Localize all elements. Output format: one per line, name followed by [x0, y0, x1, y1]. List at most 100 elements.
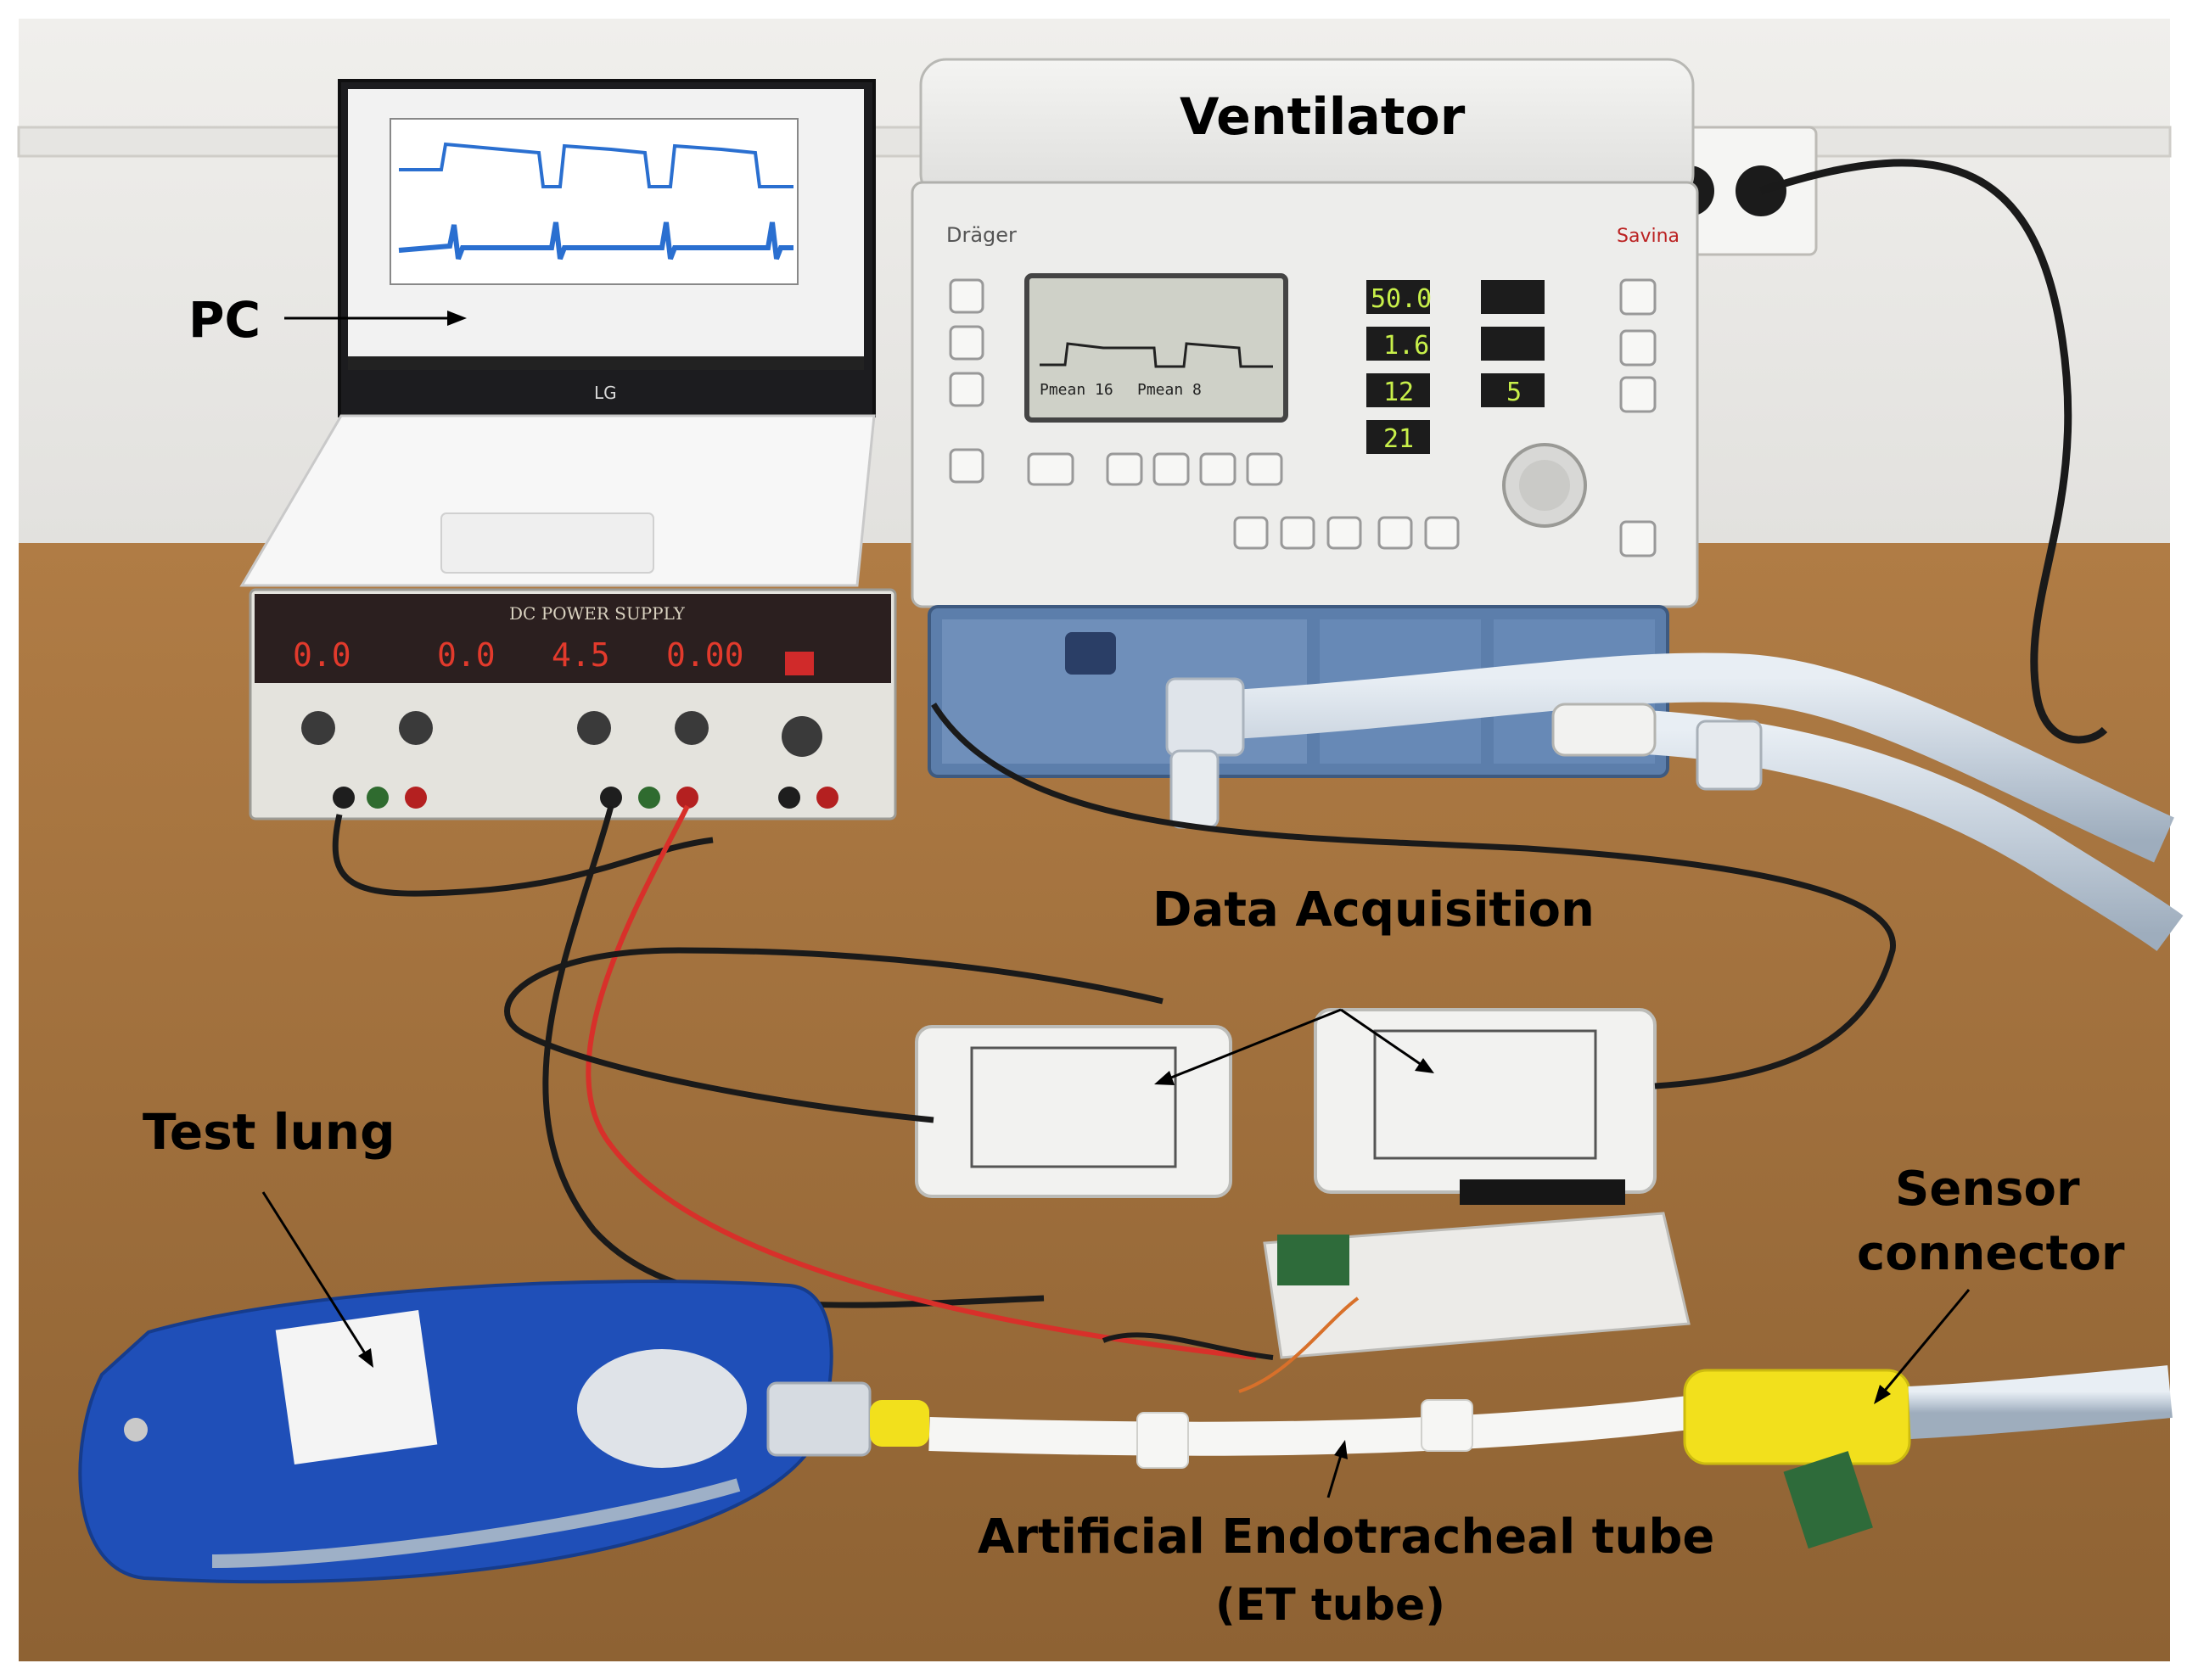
- et-tube-arrowhead: [1334, 1440, 1348, 1459]
- ventilator-knob-cap: [1519, 460, 1570, 511]
- test-lung-screw: [124, 1418, 148, 1442]
- laptop: LG: [239, 79, 876, 587]
- ventilator-button[interactable]: [949, 325, 984, 361]
- ventilator-softkey[interactable]: [1152, 452, 1190, 486]
- ventilator-button[interactable]: [949, 278, 984, 314]
- data-acquisition-arrowhead-1: [1154, 1071, 1175, 1085]
- power-switch[interactable]: [785, 652, 814, 675]
- ventilator-readout-3: 12: [1383, 378, 1414, 407]
- terminal: [676, 787, 698, 809]
- ventilator-button[interactable]: [949, 372, 984, 407]
- sensor-module: [1277, 1235, 1349, 1285]
- terminal: [333, 787, 355, 809]
- power-supply-knob[interactable]: [675, 711, 709, 745]
- power-supply-knob[interactable]: [577, 711, 611, 745]
- pc-arrowhead: [447, 311, 467, 326]
- power-supply-knob[interactable]: [399, 711, 433, 745]
- terminal: [367, 787, 389, 809]
- ventilator-button[interactable]: [1377, 516, 1413, 550]
- ventilator-readout-2: 1.6: [1383, 331, 1429, 361]
- sensor-connector-arrowhead: [1874, 1385, 1891, 1404]
- sensor-connector: [1683, 1369, 1911, 1465]
- daq-device-2: [1314, 1008, 1657, 1205]
- et-tube-yellow-adapter: [870, 1400, 929, 1447]
- sensor-connector-arrow: [1882, 1289, 1971, 1392]
- ventilator-screen-waveform: [1040, 342, 1273, 368]
- terminal: [778, 787, 800, 809]
- ventilator-button[interactable]: [1326, 516, 1362, 550]
- laptop-brand: LG: [594, 383, 617, 403]
- test-lung: [78, 1280, 833, 1584]
- ventilator-readout-5-bg: [1481, 373, 1545, 407]
- flow-waveform: [398, 221, 793, 260]
- et-tube-assembly: [766, 1365, 2173, 1549]
- dc-power-supply: DC POWER SUPPLY 0.0 0.0 4.5 0.00: [249, 588, 897, 820]
- sensor-connector-label-line-1: Sensor: [1895, 1162, 2080, 1217]
- ventilator-label: Ventilator: [1180, 87, 1466, 147]
- ventilator-button[interactable]: [1233, 516, 1269, 550]
- et-tube-label-line-2: (ET tube): [1215, 1580, 1445, 1631]
- power-supply-title: DC POWER SUPPLY: [509, 603, 686, 624]
- ventilator-softkey[interactable]: [1106, 452, 1143, 486]
- ventilator-screen-pmean: Pmean 16: [1040, 381, 1113, 399]
- ventilator-readout-4: 21: [1383, 424, 1414, 454]
- ventilator-softkey[interactable]: [1246, 452, 1283, 486]
- laptop-touchpad: [440, 512, 654, 574]
- terminal: [638, 787, 660, 809]
- data-acquisition-label: Data Acquisition: [1152, 882, 1595, 938]
- power-supply-display-1: 0.0: [293, 636, 351, 674]
- et-tube-arrow: [1326, 1454, 1343, 1498]
- ventilator-screen: [1024, 273, 1288, 423]
- data-acquisition-arrowhead-2: [1415, 1058, 1434, 1073]
- ventilator-display-blank: [1481, 280, 1545, 314]
- et-tube-cuff: [1421, 1399, 1473, 1452]
- test-lung-arrowhead: [358, 1348, 373, 1368]
- test-lung-arrow: [261, 1191, 367, 1354]
- data-acquisition-arrow-1: [1170, 1008, 1342, 1079]
- sensor-connector-label-line-2: connector: [1857, 1226, 2125, 1281]
- ventilator-button[interactable]: [1619, 376, 1657, 413]
- ventilator-to-et-tubing: [1908, 1365, 2173, 1439]
- ventilator-power-cord: [1759, 159, 2108, 744]
- ventilator-readout-4-bg: [1366, 420, 1430, 454]
- ventilator-display-blank: [1481, 327, 1545, 361]
- terminal: [816, 787, 838, 809]
- ventilator-button[interactable]: [1619, 329, 1657, 367]
- ventilator-readout-1-bg: [1366, 280, 1430, 314]
- ventilator-button[interactable]: [1619, 278, 1657, 316]
- ventilator-button[interactable]: [949, 448, 984, 484]
- ventilator-brand: Dräger: [946, 223, 1017, 247]
- ventilator-circuit-tubing: [1165, 652, 2184, 952]
- pressure-waveform: [399, 142, 793, 188]
- cables: [332, 703, 1896, 1393]
- ventilator-button[interactable]: [1619, 520, 1657, 557]
- ventilator-softkey[interactable]: [1027, 452, 1074, 486]
- ventilator-screen-pmean-2: Pmean 8: [1137, 381, 1202, 399]
- daq-device-1: [915, 1025, 1232, 1198]
- power-supply-knob[interactable]: [301, 711, 335, 745]
- test-lung-label-sticker: [275, 1309, 438, 1465]
- ventilator-readout-5: 5: [1506, 378, 1522, 407]
- terminal: [600, 787, 622, 809]
- data-acquisition-arrow-2: [1340, 1008, 1422, 1067]
- ventilator-button[interactable]: [1280, 516, 1315, 550]
- annotation-arrows: [261, 311, 1971, 1498]
- power-supply-knob[interactable]: [782, 716, 822, 757]
- test-lung-bellows: [577, 1349, 747, 1468]
- ventilator-readout-3-bg: [1366, 373, 1430, 407]
- et-tube: [928, 1396, 1691, 1456]
- ventilator-readout-1: 50.0: [1371, 284, 1432, 314]
- laptop-keyboard-deck: [239, 414, 876, 587]
- breadboard: [1263, 1212, 1691, 1359]
- terminal: [405, 787, 427, 809]
- test-lung-label: Test lung: [143, 1103, 395, 1161]
- test-lung-connector: [766, 1381, 872, 1457]
- ventilator-softkey[interactable]: [1199, 452, 1236, 486]
- power-supply-display-2: 0.0: [437, 636, 496, 674]
- screen-taskbar: [348, 356, 864, 370]
- ventilator-port: [1065, 632, 1116, 675]
- et-tube-cuff: [1136, 1412, 1189, 1469]
- ventilator-button[interactable]: [1424, 516, 1460, 550]
- sensor-pcb: [1783, 1451, 1873, 1549]
